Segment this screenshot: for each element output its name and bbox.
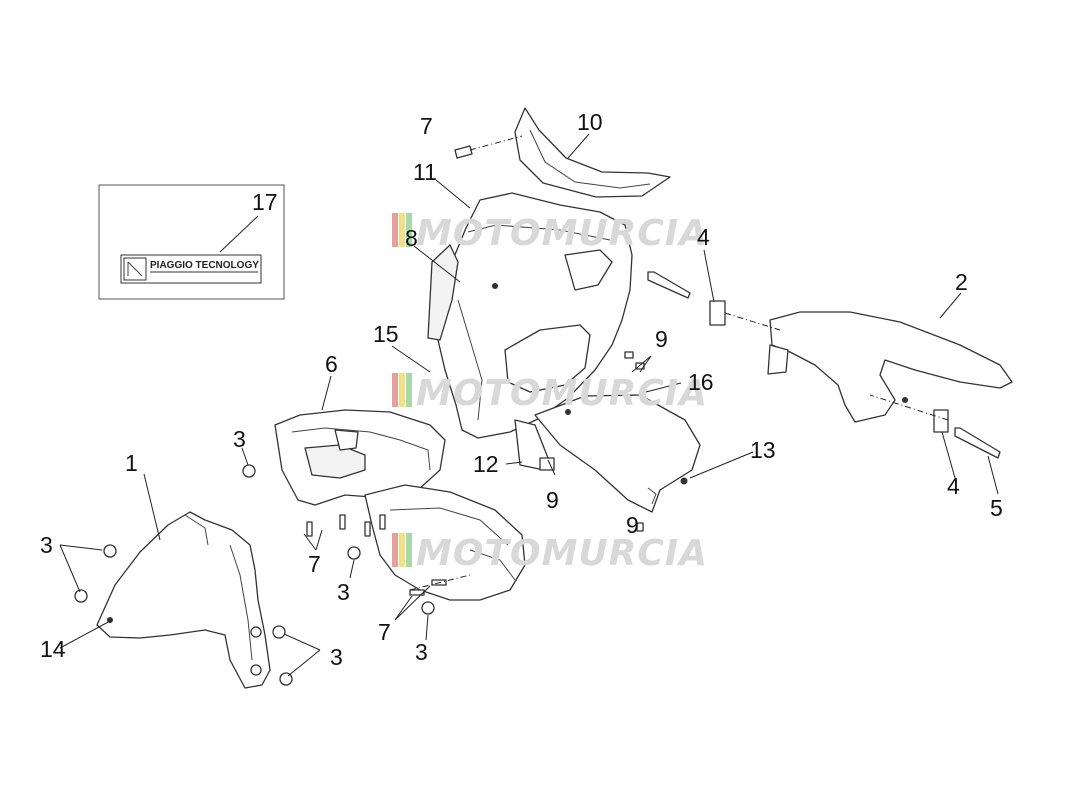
callout-4-top: 4	[697, 224, 710, 250]
part-2-rear-mudguard	[767, 311, 1013, 423]
callout-7-mid: 7	[308, 551, 321, 577]
callout-1: 1	[125, 450, 138, 476]
callout-4-bottom: 4	[947, 473, 960, 499]
part-6-lower-shield	[364, 484, 526, 601]
part-12-bracket	[514, 419, 555, 471]
fasteners	[74, 145, 1001, 686]
assembly-lines	[409, 135, 949, 591]
part-1-front-mudguard	[96, 511, 271, 689]
part-16-lower-panel	[534, 394, 701, 513]
callout-11: 11	[413, 159, 437, 185]
callout-3-right: 3	[330, 644, 343, 670]
callouts: 17 7 10 11 8 4 2 15 9 6 16 3 13 1 12 4 9…	[40, 109, 1003, 670]
callout-9-bottom: 9	[626, 512, 639, 538]
watermark-2: MOTOMURCIA	[392, 373, 708, 414]
watermark-3: MOTOMURCIA	[392, 533, 708, 574]
watermark-1: MOTOMURCIA	[392, 213, 708, 254]
sticker-text: PIAGGIO TECNOLOGY	[150, 260, 259, 271]
callout-6: 6	[325, 351, 338, 377]
callout-15: 15	[373, 321, 399, 347]
part-6-glovebox	[274, 409, 446, 506]
callout-10: 10	[577, 109, 603, 135]
callout-16: 16	[688, 369, 714, 395]
watermark-text-1: MOTOMURCIA	[416, 213, 708, 254]
callout-3-left-top: 3	[40, 532, 53, 558]
callout-2: 2	[955, 269, 968, 295]
part-11-front-shield	[427, 192, 633, 439]
callout-3-upper: 3	[233, 426, 246, 452]
part-10-top-cover	[514, 107, 671, 198]
callout-14: 14	[40, 636, 66, 662]
callout-9-mid: 9	[546, 487, 559, 513]
sticker-box: PIAGGIO TECNOLOGY	[98, 184, 285, 300]
callout-9-top: 9	[655, 326, 668, 352]
callout-5: 5	[990, 495, 1003, 521]
callout-17: 17	[252, 189, 278, 215]
leader-lines	[59, 133, 999, 677]
callout-7-top: 7	[420, 113, 433, 139]
watermark-text-3: MOTOMURCIA	[416, 533, 708, 574]
callout-7-bottom: 7	[378, 619, 391, 645]
callout-12: 12	[473, 451, 499, 477]
watermark-text-2: MOTOMURCIA	[416, 373, 708, 414]
callout-13: 13	[750, 437, 776, 463]
callout-8: 8	[405, 225, 418, 251]
callout-3-bottom: 3	[415, 639, 428, 665]
callout-3-mid: 3	[337, 579, 350, 605]
